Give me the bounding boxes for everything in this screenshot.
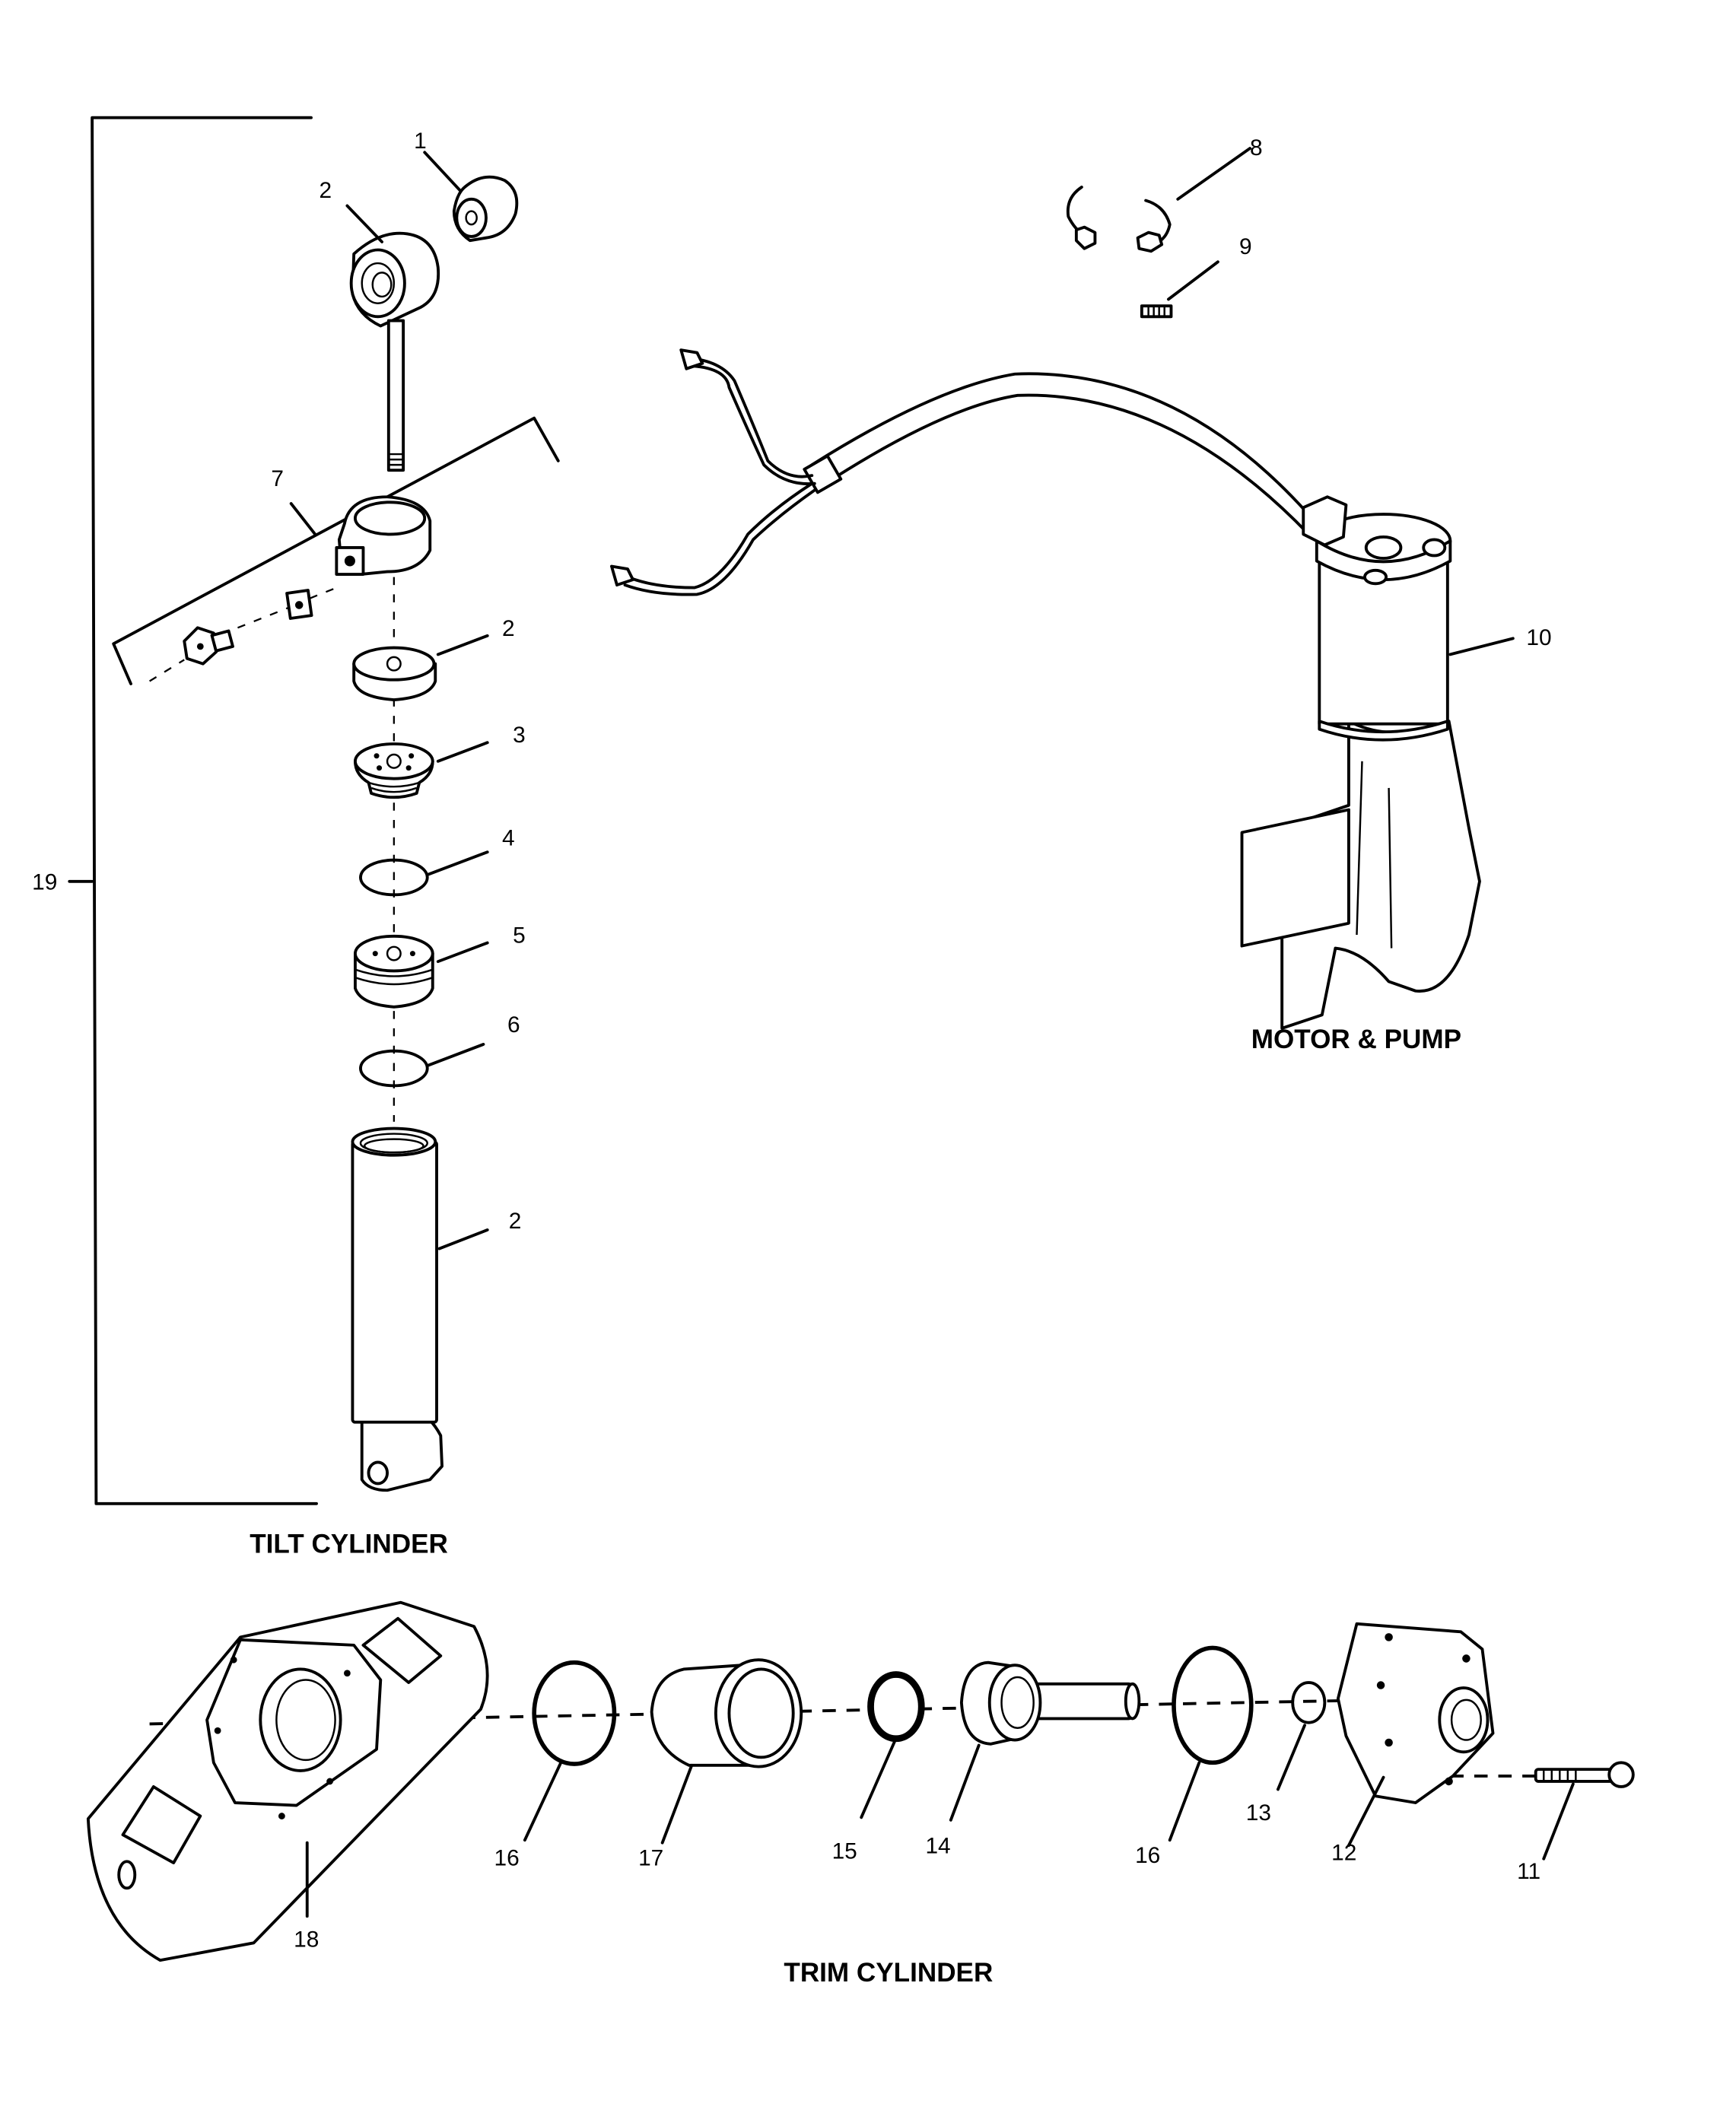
- leader-3: [436, 741, 489, 763]
- callout-8: 8: [1250, 135, 1263, 160]
- callout-13: 13: [1246, 1800, 1271, 1826]
- callout-3: 3: [513, 723, 526, 748]
- callout-16a: 16: [494, 1846, 519, 1871]
- leader-16a: [523, 1761, 563, 1842]
- part-3-threaded-cap: [354, 742, 434, 799]
- leader-13: [1276, 1724, 1306, 1791]
- leader-5: [436, 941, 489, 964]
- leader-16b: [1168, 1761, 1201, 1842]
- leader-17: [660, 1763, 694, 1845]
- part-15-seal-ring: [867, 1671, 925, 1743]
- part-7-clamp: [335, 495, 432, 576]
- part-2-cap: [352, 646, 437, 701]
- part-9-screw: [1140, 304, 1173, 319]
- part-14-piston-rod: [959, 1660, 1141, 1746]
- callout-15: 15: [832, 1839, 857, 1864]
- part-2-rod-eye: [349, 231, 440, 472]
- tilt-cylinder-group: 19 1 2 7: [32, 116, 560, 1559]
- trim-cylinder-group: 18 16 17 15 14 16: [86, 1600, 1635, 1988]
- part-18-trim-housing: [86, 1600, 489, 1962]
- part-1-bushing: [452, 175, 519, 243]
- leader-15: [860, 1740, 897, 1819]
- leader-4: [425, 850, 489, 876]
- axis-line: [309, 586, 337, 599]
- callout-2a: 2: [320, 178, 332, 203]
- leader-10: [1448, 637, 1515, 656]
- part-17-sleeve: [650, 1658, 803, 1768]
- leader-9: [1167, 260, 1219, 301]
- axis-line: [149, 659, 185, 682]
- callout-11: 11: [1517, 1859, 1540, 1884]
- callout-10: 10: [1526, 625, 1551, 650]
- callout-9: 9: [1239, 234, 1252, 259]
- callout-14: 14: [925, 1834, 950, 1859]
- part-10-motor-pump: [1240, 495, 1481, 1030]
- part-8-wire-leads: [1066, 186, 1172, 253]
- leader-8: [1176, 147, 1251, 201]
- callout-4: 4: [502, 825, 515, 850]
- callout-19: 19: [32, 869, 57, 895]
- kit-bracket-7: [112, 416, 560, 685]
- callout-7: 7: [271, 466, 284, 491]
- part-4-o-ring: [359, 858, 429, 897]
- callout-18: 18: [294, 1927, 319, 1953]
- part-16-o-ring-right: [1172, 1645, 1254, 1765]
- part-2-cylinder-body: [351, 1126, 444, 1492]
- callout-2b: 2: [502, 616, 515, 641]
- leader-11: [1542, 1782, 1575, 1861]
- part-7-nut: [285, 589, 313, 620]
- callout-5: 5: [513, 923, 526, 949]
- callout-1: 1: [414, 129, 427, 154]
- leader-2b: [436, 634, 489, 656]
- trim-cylinder-caption: TRIM CYLINDER: [784, 1958, 993, 1988]
- leader-2a: [345, 204, 383, 243]
- leader-14: [949, 1743, 981, 1822]
- callout-17: 17: [638, 1846, 663, 1871]
- part-5-piston: [354, 934, 434, 1009]
- assembly-bracket-19: [91, 116, 318, 1505]
- motor-pump-group: 8 9: [610, 135, 1552, 1054]
- leader-12: [1347, 1775, 1385, 1848]
- part-7-bolt: [183, 626, 234, 666]
- motor-pump-caption: MOTOR & PUMP: [1251, 1025, 1461, 1054]
- callout-2c: 2: [509, 1209, 522, 1234]
- motor-cable: [610, 348, 1311, 596]
- part-6-o-ring: [359, 1049, 429, 1088]
- callout-6: 6: [507, 1012, 520, 1038]
- part-16-o-ring-left: [532, 1660, 617, 1766]
- tilt-cylinder-caption: TILT CYLINDER: [250, 1530, 448, 1559]
- part-12-end-cap: [1336, 1622, 1495, 1804]
- callout-16b: 16: [1135, 1843, 1160, 1868]
- part-11-bolt: [1534, 1761, 1635, 1788]
- leader-6: [425, 1043, 485, 1067]
- axis-line: [237, 606, 289, 629]
- part-13-small-o-ring: [1291, 1681, 1327, 1724]
- leader-7: [289, 502, 317, 536]
- leader-1: [423, 151, 463, 193]
- leader-2c: [437, 1228, 489, 1250]
- callout-12: 12: [1331, 1840, 1356, 1865]
